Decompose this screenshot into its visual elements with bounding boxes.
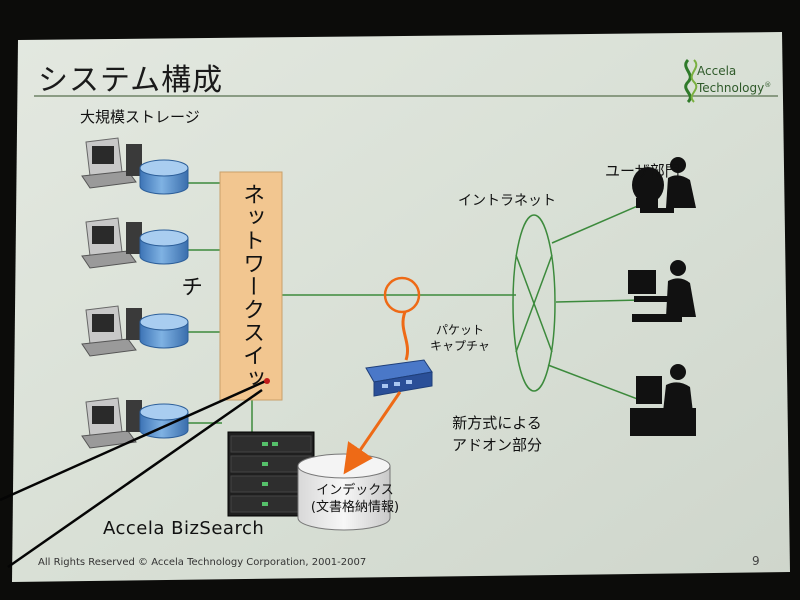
capture-label-line2: キャプチャ	[430, 339, 490, 353]
pointer-line-2	[7, 388, 263, 569]
packet-capture-label: パケット キャプチャ	[430, 322, 490, 354]
logo-technology-text: Technology	[697, 81, 765, 95]
storage-server-4	[81, 397, 189, 449]
storage-server-1	[81, 137, 189, 195]
slide-title: システム構成	[38, 63, 224, 98]
storage-label: 大規模ストレージ	[80, 108, 200, 126]
user-workstation-2	[628, 260, 696, 322]
pointer-dot	[264, 378, 270, 384]
page-number: 9	[752, 554, 760, 568]
index-label-line1: インデックス	[316, 483, 394, 498]
addon-label: 新方式による アドオン部分	[452, 412, 542, 456]
capture-label-line1: パケット	[435, 323, 484, 337]
capture-cable	[401, 311, 409, 361]
capture-device	[365, 359, 433, 397]
index-label: インデックス (文書格納情報)	[300, 482, 410, 516]
intranet-cloud	[512, 214, 556, 392]
storage-links	[185, 182, 641, 432]
helix-leaf-icon	[684, 58, 698, 104]
user-workstation-3	[630, 364, 696, 436]
storage-server-2	[81, 217, 189, 269]
network-switch	[219, 171, 283, 401]
company-logo: Accela Technology®	[697, 64, 771, 95]
intranet-label: イントラネット	[458, 193, 556, 209]
index-label-line2: (文書格納情報)	[310, 500, 400, 515]
product-name: Accela BizSearch	[103, 518, 265, 539]
logo-line-technology: Technology®	[697, 78, 771, 95]
logo-line-accela: Accela	[697, 64, 737, 78]
user-workstation-1	[632, 157, 696, 213]
storage-server-3	[81, 305, 189, 357]
addon-label-line2: アドオン部分	[452, 436, 543, 454]
users-label: ユーザ部門	[605, 162, 680, 180]
capture-to-index-arrow	[343, 391, 402, 475]
registered-mark: ®	[764, 81, 772, 89]
pointer-line-1	[0, 378, 269, 502]
addon-label-line1: 新方式による	[452, 414, 542, 432]
switch-label: ネットワークスイッチ	[177, 182, 264, 390]
slide-background	[12, 32, 790, 582]
capture-tap-circle	[383, 276, 421, 314]
copyright-notice: All Rights Reserved © Accela Technology …	[38, 557, 367, 568]
